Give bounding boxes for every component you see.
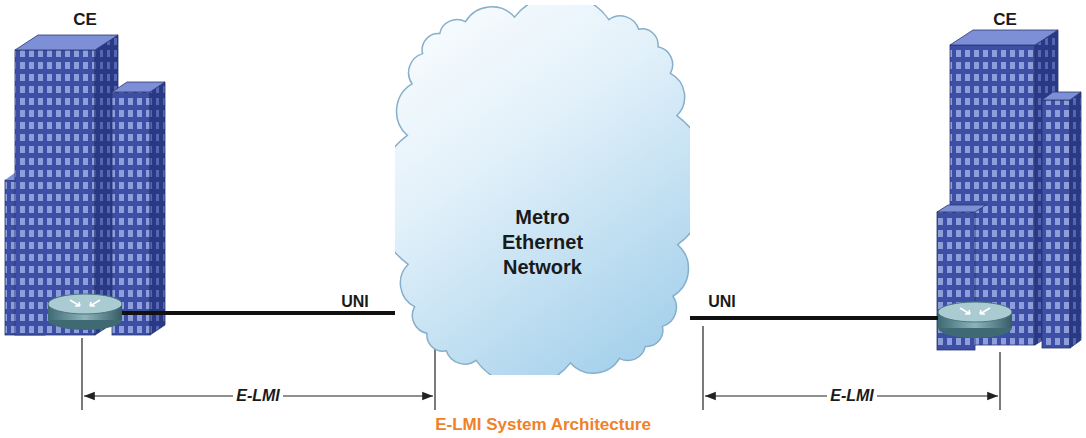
interface-label: UNI — [708, 293, 736, 311]
interface-label: UNI — [341, 293, 369, 311]
network-name: Metro Ethernet Network — [478, 205, 608, 280]
router-symbol — [938, 302, 1012, 338]
left-building — [5, 35, 165, 335]
router-symbol — [48, 294, 122, 330]
customer-edge-site: CE — [5, 5, 165, 335]
cloud-outline — [395, 5, 690, 375]
network-cloud: Metro Ethernet Network — [395, 5, 690, 375]
right-building — [937, 30, 1081, 350]
site-label: CE — [935, 9, 1075, 30]
uni-link — [690, 316, 935, 320]
figure-caption: E-LMI System Architecture — [435, 415, 651, 435]
customer-edge-site: CE — [935, 5, 1075, 350]
span-label: E-LMI — [233, 387, 283, 405]
uni-link — [165, 311, 395, 315]
span-label: E-LMI — [827, 387, 877, 405]
site-label: CE — [5, 9, 165, 30]
